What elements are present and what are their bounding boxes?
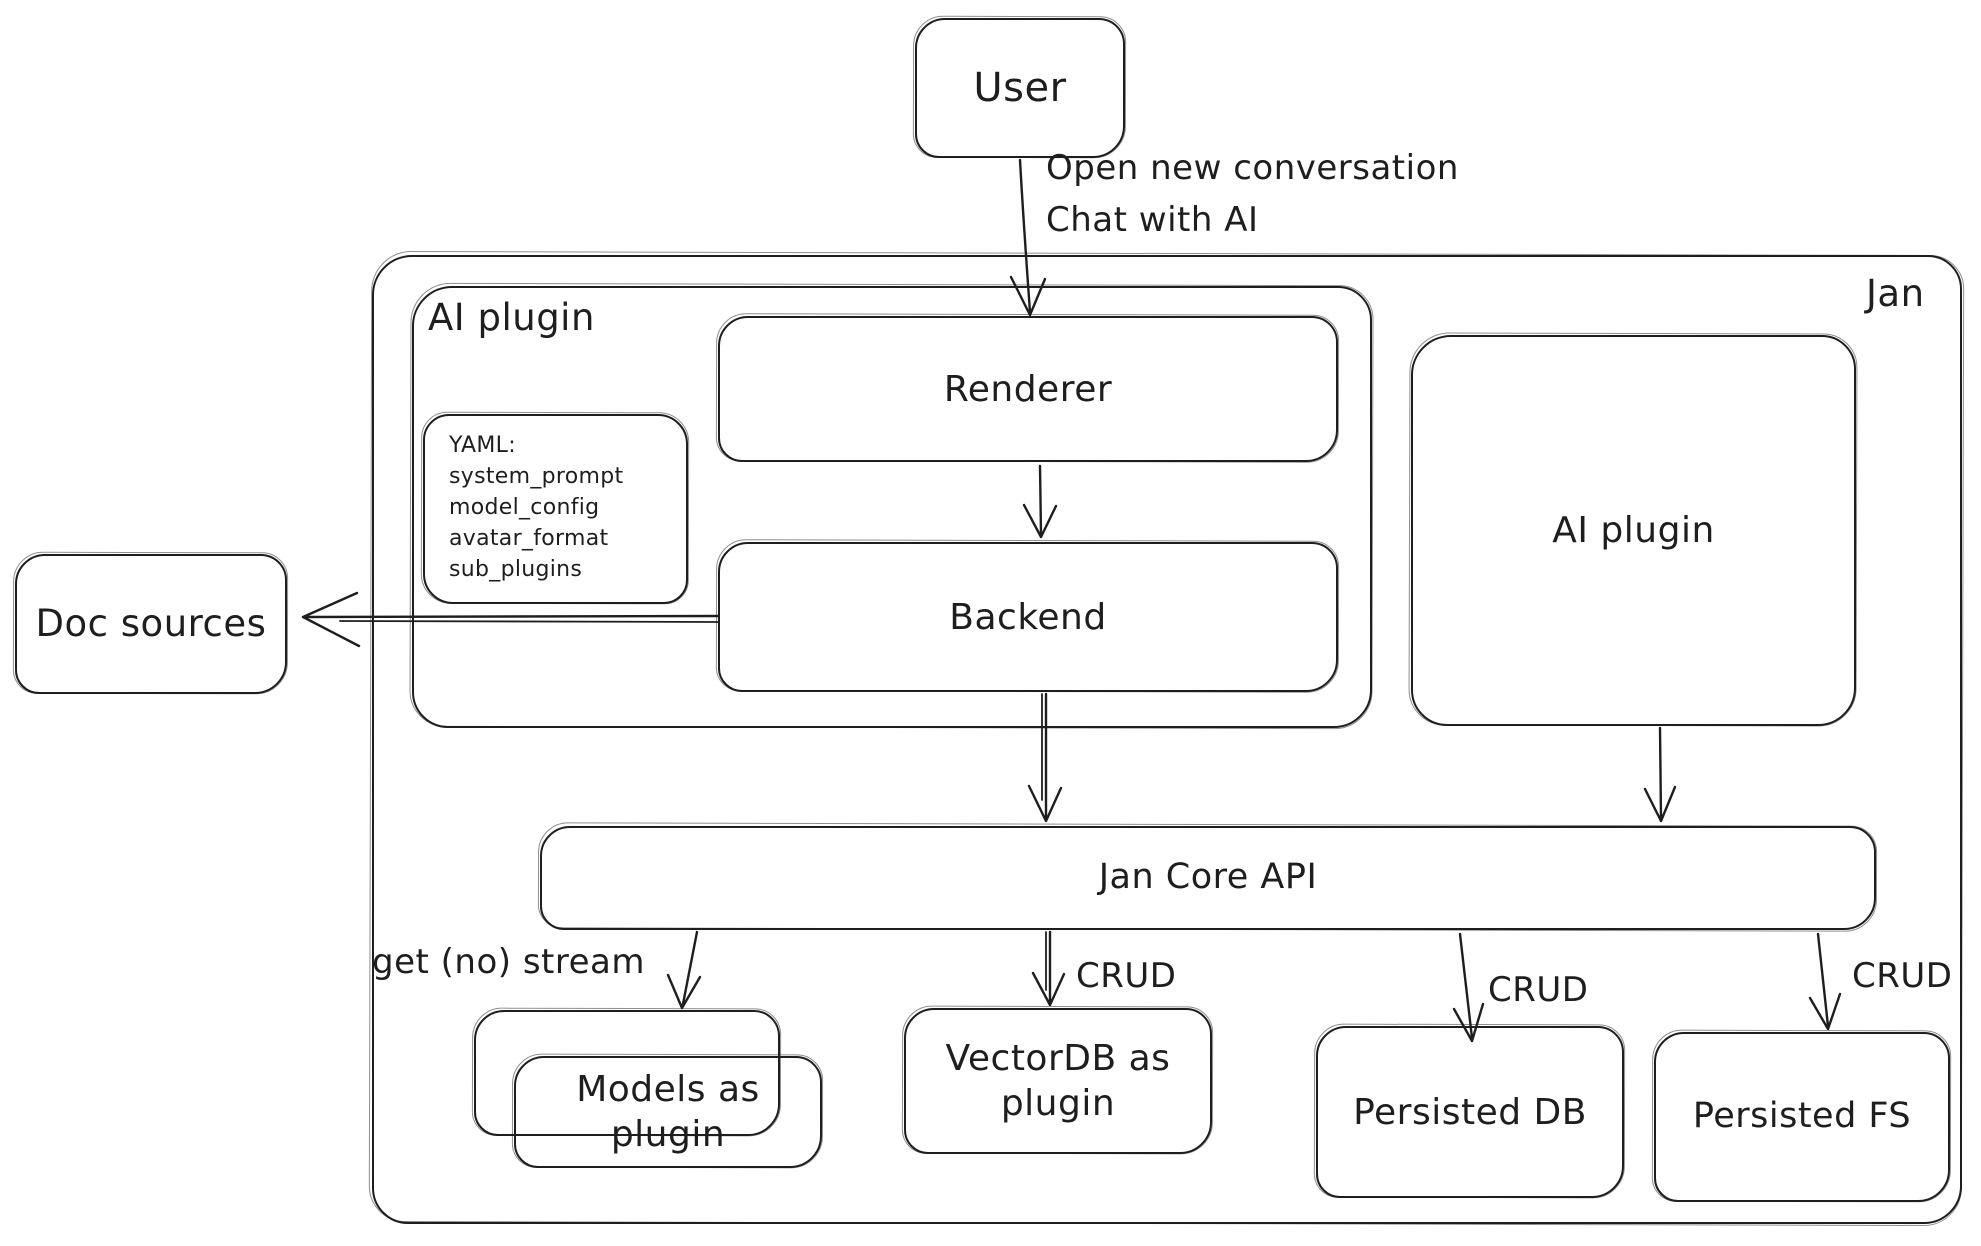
- edge-label-get-no-stream: get (no) stream: [372, 942, 645, 982]
- user-node: User: [915, 18, 1125, 158]
- persisted-db-label: Persisted DB: [1353, 1091, 1587, 1133]
- yaml-line: system_prompt: [449, 464, 624, 489]
- backend-node: Backend: [718, 542, 1338, 692]
- edge-label-crud-persisted-fs: CRUD: [1852, 956, 1953, 996]
- renderer-node: Renderer: [718, 316, 1338, 462]
- edge-label-open-new-conversation: Open new conversation: [1046, 148, 1459, 188]
- vectordb-label: VectorDB as plugin: [945, 1038, 1171, 1124]
- jan-label: Jan: [1866, 272, 1925, 315]
- persisted-fs-node: Persisted FS: [1654, 1032, 1950, 1202]
- yaml-note: YAML: system_prompt model_config avatar_…: [423, 414, 688, 604]
- ai-plugin-right-label: AI plugin: [1552, 510, 1715, 551]
- yaml-line: sub_plugins: [449, 557, 583, 582]
- models-as-plugin-node: Models as plugin: [514, 1056, 822, 1168]
- doc-sources-node: Doc sources: [15, 554, 287, 694]
- backend-label: Backend: [949, 596, 1107, 638]
- user-label: User: [973, 65, 1067, 111]
- edge-label-crud-persisted-db: CRUD: [1488, 970, 1589, 1010]
- yaml-line: YAML:: [449, 433, 516, 458]
- jan-core-api-label: Jan Core API: [1098, 857, 1318, 898]
- persisted-fs-label: Persisted FS: [1692, 1096, 1912, 1137]
- doc-sources-label: Doc sources: [35, 601, 267, 645]
- jan-core-api-node: Jan Core API: [540, 826, 1876, 930]
- vectordb-node: VectorDB as plugin: [904, 1008, 1212, 1154]
- ai-plugin-right-node: AI plugin: [1411, 335, 1856, 726]
- edge-label-chat-with-ai: Chat with AI: [1046, 200, 1259, 240]
- yaml-line: avatar_format: [449, 526, 609, 551]
- persisted-db-node: Persisted DB: [1316, 1026, 1624, 1198]
- edge-label-crud-vectordb: CRUD: [1076, 956, 1177, 996]
- renderer-label: Renderer: [943, 368, 1113, 410]
- yaml-line: model_config: [449, 495, 600, 520]
- jan-container: [372, 255, 1962, 1224]
- ai-plugin-left-label: AI plugin: [428, 296, 595, 339]
- ai-plugin-left-container: [412, 286, 1372, 728]
- models-as-plugin-label: Models as plugin: [576, 1069, 760, 1155]
